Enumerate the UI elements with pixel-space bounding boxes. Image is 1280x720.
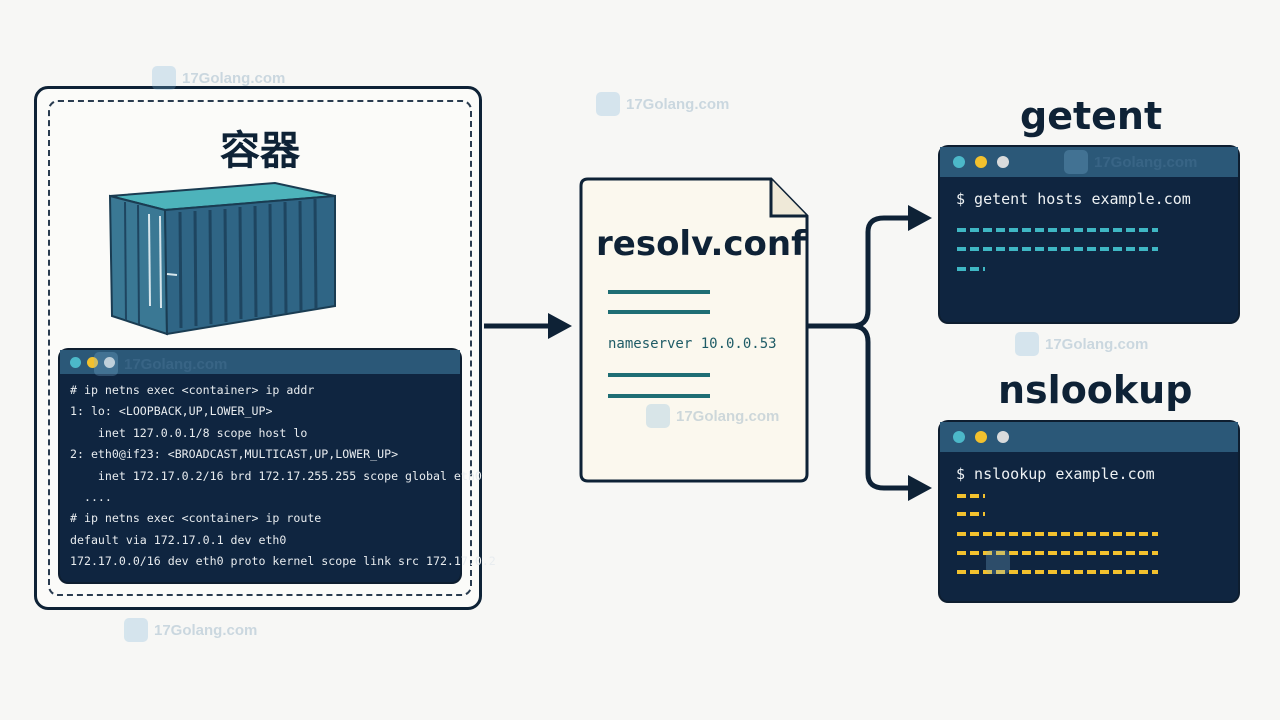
output-line: [957, 267, 985, 271]
arrow-to-getent-icon: [908, 205, 932, 231]
file-text-line: [608, 290, 710, 294]
watermark-logo-icon: [94, 352, 118, 376]
window-dot-icon: [953, 431, 965, 443]
getent-label: getent: [1020, 94, 1163, 138]
window-dot-icon: [70, 357, 81, 368]
terminal-titlebar: [940, 422, 1238, 452]
file-text-line: [608, 373, 710, 377]
watermark-logo-icon: [596, 92, 620, 116]
output-line: [957, 512, 985, 516]
nameserver-line: nameserver 10.0.0.53: [608, 336, 777, 352]
terminal-line: # ip netns exec <container> ip route: [70, 511, 322, 526]
output-line: [957, 551, 1158, 555]
watermark: 17Golang.com: [646, 404, 779, 428]
getent-command: $ getent hosts example.com: [956, 190, 1191, 208]
window-dot-icon: [997, 431, 1009, 443]
container-inner-border: [48, 100, 472, 596]
terminal-output: # ip netns exec <container> ip addr 1: l…: [60, 374, 496, 579]
watermark-logo-icon: [1064, 150, 1088, 174]
output-line: [957, 532, 1158, 536]
terminal-line: # ip netns exec <container> ip addr: [70, 383, 315, 397]
output-line: [957, 570, 1158, 574]
terminal-line: default via 172.17.0.1 dev eth0: [70, 532, 287, 547]
nslookup-command: $ nslookup example.com: [956, 465, 1155, 483]
nslookup-terminal: $ nslookup example.com: [940, 422, 1238, 601]
watermark: 17Golang.com: [1064, 150, 1197, 174]
watermark-logo-icon: [152, 66, 176, 90]
getent-terminal: $ getent hosts example.com: [940, 147, 1238, 322]
window-dot-icon: [953, 156, 965, 168]
window-dot-icon: [997, 156, 1009, 168]
arrow-to-file-icon: [548, 313, 572, 339]
terminal-titlebar: [60, 350, 460, 374]
nslookup-label: nslookup: [998, 368, 1193, 412]
watermark: 17Golang.com: [94, 352, 227, 376]
watermark-logo-icon: [986, 550, 1010, 574]
container-title: 容器: [220, 128, 300, 174]
terminal-line: inet 127.0.0.1/8 scope host lo: [70, 425, 308, 440]
window-dot-icon: [87, 357, 98, 368]
watermark-logo-icon: [646, 404, 670, 428]
output-line: [957, 494, 985, 498]
window-dot-icon: [104, 357, 115, 368]
shipping-container-icon: [108, 181, 336, 336]
terminal-line: 1: lo: <LOOPBACK,UP,LOWER_UP>: [70, 404, 273, 419]
terminal-line: ....: [70, 489, 112, 504]
terminal-line: 2: eth0@if23: <BROADCAST,MULTICAST,UP,LO…: [70, 447, 399, 462]
file-document-icon: [579, 177, 809, 483]
container-terminal: # ip netns exec <container> ip addr 1: l…: [60, 350, 496, 582]
terminal-titlebar: [940, 147, 1238, 177]
watermark: 17Golang.com: [596, 92, 729, 116]
watermark: 17Golang.com: [124, 618, 257, 642]
watermark: [986, 550, 1010, 574]
watermark: 17Golang.com: [1015, 332, 1148, 356]
window-dot-icon: [975, 156, 987, 168]
output-line: [957, 228, 1158, 232]
file-text-line: [608, 394, 710, 398]
output-line: [957, 247, 1158, 251]
window-dot-icon: [975, 431, 987, 443]
arrow-to-nslookup-icon: [908, 475, 932, 501]
watermark-logo-icon: [1015, 332, 1039, 356]
watermark-logo-icon: [124, 618, 148, 642]
file-title: resolv.conf: [596, 224, 806, 264]
file-text-line: [608, 310, 710, 314]
watermark: 17Golang.com: [152, 66, 285, 90]
